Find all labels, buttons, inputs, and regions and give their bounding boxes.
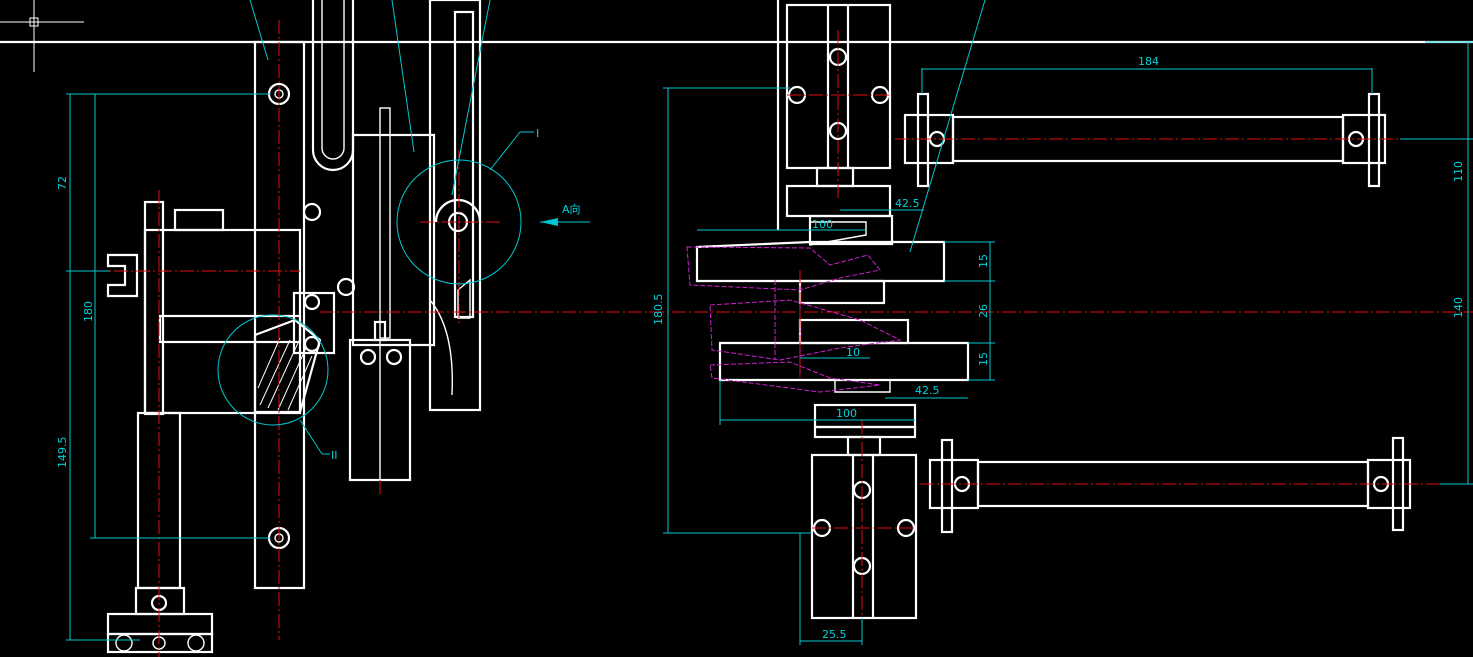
dim-10: 10 xyxy=(846,346,860,359)
dim-15-bottom: 15 xyxy=(977,352,990,366)
side-clamp xyxy=(106,253,139,298)
dim-25-5: 25.5 xyxy=(822,628,847,641)
dim-42-5-bottom: 42.5 xyxy=(915,384,940,397)
gripper-finger xyxy=(292,291,336,355)
upper-jaw xyxy=(695,240,946,283)
guide-column xyxy=(428,0,482,412)
dim-42-5-top: 42.5 xyxy=(895,197,920,210)
lower-cylinder xyxy=(810,453,918,620)
dim-184: 184 xyxy=(1138,55,1159,68)
dim-140: 140 xyxy=(1452,297,1465,318)
crosshair-cursor-icon xyxy=(0,0,84,72)
dim-72: 72 xyxy=(56,176,69,190)
dim-100-bottom: 100 xyxy=(836,407,857,420)
dim-15-top: 15 xyxy=(977,254,990,268)
section-label-ii: II xyxy=(331,449,338,462)
section-label-i: I xyxy=(536,127,539,140)
upper-rod-end-left xyxy=(916,92,930,188)
left-dimensions: 72 180 149.5 I II A向 xyxy=(56,0,590,641)
dim-26: 26 xyxy=(977,304,990,318)
right-centerlines xyxy=(787,30,1440,620)
right-dimensions: 184 110 140 180.5 42.5 100 15 26 15 10 xyxy=(652,0,1473,645)
dim-180-5: 180.5 xyxy=(652,294,665,326)
hatched-section xyxy=(253,318,322,414)
left-centerlines xyxy=(92,20,1473,657)
dim-149-5: 149.5 xyxy=(56,437,69,469)
view-a-label: A向 xyxy=(562,202,581,216)
dim-100-top: 100 xyxy=(812,218,833,231)
dim-180: 180 xyxy=(82,301,95,322)
detail-circle-ii xyxy=(217,314,329,426)
phantom-finger-lower xyxy=(709,361,881,393)
slide-block xyxy=(351,133,436,347)
detail-circle-i xyxy=(396,159,522,285)
phantom-finger-upper xyxy=(686,246,881,291)
dim-110: 110 xyxy=(1452,161,1465,182)
